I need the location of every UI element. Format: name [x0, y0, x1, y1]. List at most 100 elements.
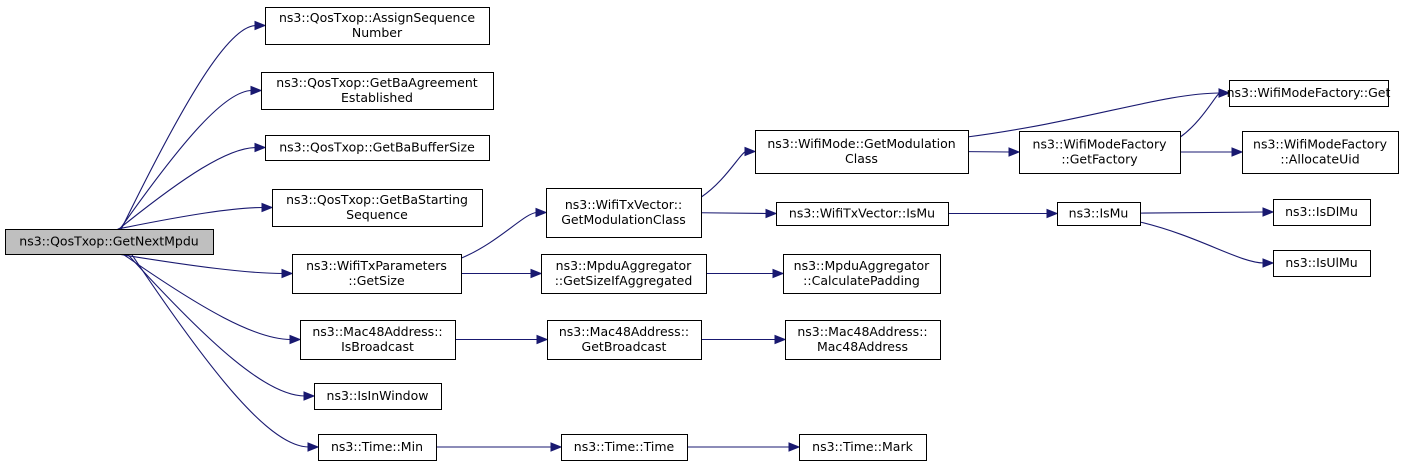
- node-label: ns3::Mac48Address::: [559, 324, 689, 339]
- node-label: Class: [845, 151, 878, 166]
- node-fact-alloc-uid[interactable]: ns3::WifiModeFactory::AllocateUid: [1242, 131, 1399, 174]
- node-box: [5, 229, 214, 255]
- node-label: ns3::IsInWindow: [327, 388, 429, 403]
- node-label: Established: [341, 90, 413, 105]
- node-label: ::GetSizeIfAggregated: [555, 273, 693, 288]
- edge-mode-get-mod-to-fact-get: [967, 92, 1221, 138]
- arrow-head: [1231, 147, 1244, 157]
- node-label: ::CalculatePadding: [803, 273, 920, 288]
- node-label: ::GetFactory: [1061, 152, 1138, 167]
- node-is-mu[interactable]: ns3::IsMu: [1057, 202, 1141, 226]
- arrow-head: [744, 146, 757, 157]
- arrow-head: [530, 268, 543, 279]
- node-box: [314, 383, 442, 410]
- node-mac-get-bcast[interactable]: ns3::Mac48Address::GetBroadcast: [547, 320, 702, 360]
- node-box: [1057, 202, 1141, 226]
- arrow-head: [303, 391, 316, 401]
- node-box: [547, 320, 702, 360]
- edge-root-to-get-ba-start: [117, 206, 264, 230]
- node-box: [541, 254, 707, 294]
- node-label: ns3::MpduAggregator: [556, 258, 693, 273]
- arrow-head: [261, 202, 274, 213]
- node-fact-get[interactable]: ns3::WifiModeFactory::Get: [1227, 80, 1391, 107]
- edge-root-to-get-ba-agree: [119, 89, 253, 230]
- node-time-min[interactable]: ns3::Time::Min: [318, 434, 437, 461]
- node-box: [300, 320, 456, 360]
- node-box: [292, 254, 462, 294]
- edge-fact-get-factory-to-fact-get: [1179, 92, 1221, 138]
- node-box: [776, 202, 949, 226]
- node-label: Mac48Address: [817, 339, 908, 354]
- arrow-head: [254, 20, 267, 31]
- node-box: [265, 135, 490, 161]
- edge-root-to-mac-is-bcast: [122, 253, 292, 341]
- arrow-head: [1262, 207, 1275, 217]
- node-label: GetBroadcast: [582, 339, 667, 354]
- edge-root-to-get-ba-buf: [118, 146, 257, 230]
- node-tx-params-size[interactable]: ns3::WifiTxParameters::GetSize: [292, 254, 462, 294]
- arrow-head: [1218, 88, 1231, 98]
- arrow-head: [536, 334, 549, 345]
- node-mpdu-agg-calc-pad[interactable]: ns3::MpduAggregator::CalculatePadding: [783, 254, 941, 294]
- arrow-head: [772, 268, 785, 279]
- node-get-ba-buf[interactable]: ns3::QosTxop::GetBaBufferSize: [265, 135, 490, 161]
- node-label: ns3::Mac48Address::: [312, 324, 442, 339]
- node-mode-get-mod[interactable]: ns3::WifiMode::GetModulationClass: [755, 130, 969, 174]
- arrow-head: [1046, 208, 1059, 219]
- node-label: IsBroadcast: [341, 339, 414, 354]
- arrow-head: [307, 442, 320, 452]
- nodes-layer: ns3::QosTxop::GetNextMpdu ns3::QosTxop::A…: [5, 7, 1399, 461]
- node-is-in-window[interactable]: ns3::IsInWindow: [314, 383, 442, 410]
- node-label: Number: [352, 25, 403, 40]
- arrow-head: [535, 207, 548, 218]
- node-label: ns3::QosTxop::GetBaAgreement: [276, 75, 477, 90]
- node-fact-get-factory[interactable]: ns3::WifiModeFactory::GetFactory: [1019, 131, 1181, 174]
- node-is-dl-mu[interactable]: ns3::IsDlMu: [1273, 199, 1371, 226]
- node-box: [261, 72, 494, 110]
- node-label: ns3::QosTxop::AssignSequence: [279, 10, 475, 25]
- edge-is-mu-to-is-ul-mu: [1139, 221, 1265, 264]
- edge-root-to-assign-seq: [120, 24, 257, 230]
- node-label: ns3::QosTxop::GetBaBufferSize: [279, 140, 475, 155]
- edge-tx-vec-get-mod-to-mode-get-mod: [700, 150, 747, 198]
- node-label: ns3::QosTxop::GetBaStarting: [286, 192, 468, 207]
- node-tx-vec-is-mu[interactable]: ns3::WifiTxVector::IsMu: [776, 202, 949, 226]
- node-label: ns3::WifiMode::GetModulation: [767, 136, 955, 151]
- node-box: [1273, 250, 1371, 277]
- node-time-time[interactable]: ns3::Time::Time: [561, 434, 688, 461]
- edge-root-to-is-in-window: [126, 253, 306, 397]
- node-is-ul-mu[interactable]: ns3::IsUlMu: [1273, 250, 1371, 277]
- node-box: [318, 434, 437, 461]
- edge-root-to-tx-params-size: [117, 253, 284, 275]
- edges-layer: [117, 20, 1275, 452]
- edge-root-to-time-min: [130, 253, 310, 448]
- node-box: [1019, 131, 1181, 174]
- node-label: ::AllocateUid: [1280, 152, 1359, 167]
- node-tx-vec-get-mod[interactable]: ns3::WifiTxVector::GetModulationClass: [546, 188, 702, 238]
- node-mac-ctor[interactable]: ns3::Mac48Address::Mac48Address: [785, 320, 941, 360]
- node-root[interactable]: ns3::QosTxop::GetNextMpdu: [5, 229, 214, 255]
- node-label: ns3::WifiModeFactory::Get: [1227, 85, 1391, 100]
- arrow-head: [289, 334, 302, 345]
- arrow-head: [281, 268, 294, 279]
- node-label: ns3::Time::Min: [331, 439, 423, 454]
- node-label: ns3::IsMu: [1069, 206, 1129, 221]
- node-label: ns3::IsDlMu: [1285, 204, 1358, 219]
- node-box: [799, 434, 927, 461]
- arrow-head: [250, 85, 263, 96]
- node-mpdu-agg-get-size[interactable]: ns3::MpduAggregator::GetSizeIfAggregated: [541, 254, 707, 294]
- node-mac-is-bcast[interactable]: ns3::Mac48Address::IsBroadcast: [300, 320, 456, 360]
- node-label: ns3::WifiModeFactory: [1033, 137, 1168, 152]
- node-label: ns3::WifiTxParameters: [306, 258, 447, 273]
- node-box: [1229, 80, 1389, 107]
- node-box: [561, 434, 688, 461]
- node-label: ns3::Time::Time: [574, 439, 675, 454]
- node-label: ns3::Mac48Address::: [797, 324, 927, 339]
- node-label: ns3::QosTxop::GetNextMpdu: [19, 234, 198, 249]
- node-time-mark[interactable]: ns3::Time::Mark: [799, 434, 927, 461]
- arrow-head: [1262, 258, 1275, 268]
